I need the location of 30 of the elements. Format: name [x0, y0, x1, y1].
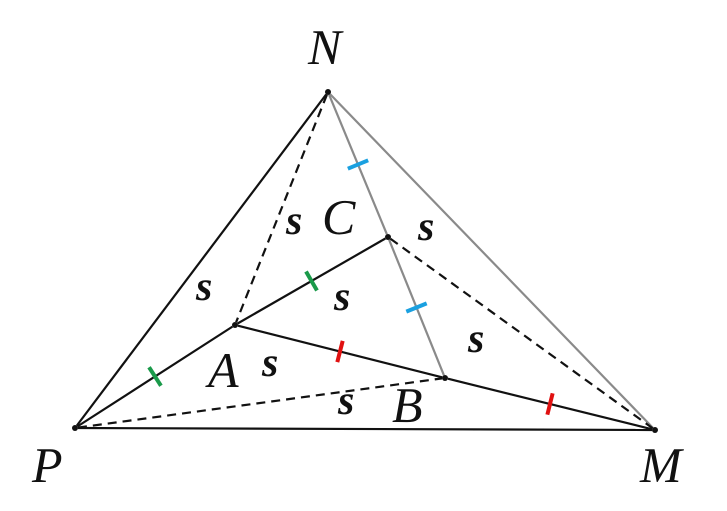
- dashed-line: [390, 238, 654, 430]
- vertex-label: P: [32, 440, 63, 490]
- vertex-label: M: [640, 440, 682, 490]
- vertex-point: [652, 427, 658, 433]
- line-segment: [328, 94, 388, 235]
- area-label: s: [262, 342, 278, 384]
- line-segment: [448, 378, 652, 430]
- area-label: s: [286, 200, 302, 242]
- dashed-line: [235, 94, 328, 323]
- vertex-label: C: [322, 192, 356, 242]
- area-label: s: [338, 380, 354, 422]
- area-label: s: [468, 318, 484, 360]
- vertex-label: N: [308, 22, 342, 72]
- area-label: s: [196, 266, 212, 308]
- vertex-point: [232, 322, 238, 328]
- line-segment: [76, 326, 234, 428]
- line-segment: [237, 238, 386, 324]
- vertex-point: [385, 234, 391, 240]
- line-segment: [78, 426, 652, 432]
- line-segment: [238, 324, 442, 378]
- vertex-point: [325, 89, 331, 95]
- line-segment: [388, 239, 445, 376]
- line-segment: [76, 94, 328, 426]
- vertex-point: [72, 425, 78, 431]
- vertex-label: B: [392, 380, 423, 430]
- line-segment: [329, 93, 654, 429]
- area-label: s: [334, 276, 350, 318]
- area-label: s: [418, 206, 434, 248]
- dashed-line: [78, 377, 442, 429]
- vertex-point: [442, 375, 448, 381]
